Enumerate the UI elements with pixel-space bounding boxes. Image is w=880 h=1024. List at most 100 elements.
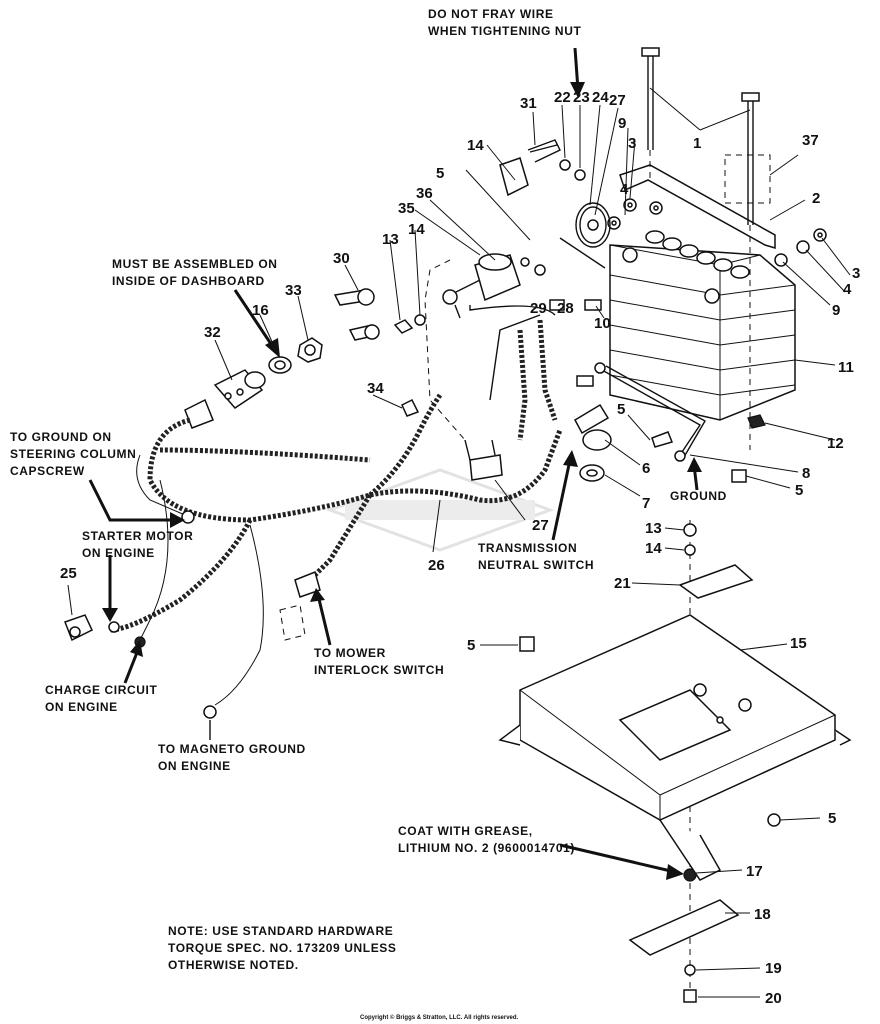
leader-lines xyxy=(67,104,851,998)
part-number: 9 xyxy=(832,302,840,319)
part-number: 14 xyxy=(467,137,484,154)
part-number: 32 xyxy=(204,324,221,341)
svg-text:TORQUE SPEC. NO. 173209 UNLESS: TORQUE SPEC. NO. 173209 UNLESS xyxy=(168,941,397,955)
callout-starter: STARTER MOTOR ON ENGINE xyxy=(82,529,193,560)
part-number: 3 xyxy=(628,135,636,152)
part-number: 24 xyxy=(592,89,609,106)
part-number: 17 xyxy=(746,863,763,880)
hardware-note: NOTE: USE STANDARD HARDWARE TORQUE SPEC.… xyxy=(168,924,397,972)
part-number: 33 xyxy=(285,282,302,299)
callout-arrows xyxy=(88,47,702,880)
callout-dashboard: MUST BE ASSEMBLED ON INSIDE OF DASHBOARD xyxy=(112,257,278,288)
clip-34 xyxy=(401,398,420,417)
svg-text:INTERLOCK SWITCH: INTERLOCK SWITCH xyxy=(314,663,444,677)
part-number: 10 xyxy=(594,315,611,332)
part-number: 4 xyxy=(620,181,629,198)
part-number: 26 xyxy=(428,557,445,574)
svg-text:TRANSMISSION: TRANSMISSION xyxy=(478,541,577,555)
ignition-switch xyxy=(184,369,266,429)
mounting-plate xyxy=(498,614,852,881)
part-number: 27 xyxy=(532,517,549,534)
connector-27 xyxy=(464,439,503,481)
svg-text:OTHERWISE NOTED.: OTHERWISE NOTED. xyxy=(168,958,299,972)
solenoid-wires xyxy=(424,259,556,441)
positive-cable-loop xyxy=(559,202,611,269)
callout-steering: TO GROUND ON STEERING COLUMN CAPSCREW xyxy=(10,430,136,478)
part-number: 13 xyxy=(645,520,662,537)
neutral-switch xyxy=(574,403,674,482)
part-number: 27 xyxy=(609,92,626,109)
part-number: 3 xyxy=(852,265,860,282)
svg-text:MUST BE ASSEMBLED ON: MUST BE ASSEMBLED ON xyxy=(112,257,278,271)
part-37-outline xyxy=(724,154,771,204)
svg-text:NEUTRAL SWITCH: NEUTRAL SWITCH xyxy=(478,558,594,572)
part-number: 25 xyxy=(60,565,77,582)
part-number: 14 xyxy=(645,540,662,557)
part-number: 9 xyxy=(618,115,626,132)
svg-text:DO NOT FRAY WIRE: DO NOT FRAY WIRE xyxy=(428,7,554,21)
callout-ground: GROUND xyxy=(670,489,727,503)
callout-do-not-fray: DO NOT FRAY WIRE WHEN TIGHTENING NUT xyxy=(428,7,581,38)
svg-text:COAT WITH GREASE,: COAT WITH GREASE, xyxy=(398,824,533,838)
part-number: 2 xyxy=(812,190,820,207)
part-number: 35 xyxy=(398,200,415,217)
part-number: 8 xyxy=(802,465,810,482)
svg-text:NOTE: USE STANDARD HARDWARE: NOTE: USE STANDARD HARDWARE xyxy=(168,924,393,938)
svg-text:CHARGE CIRCUIT: CHARGE CIRCUIT xyxy=(45,683,157,697)
part-number: 5 xyxy=(795,482,803,499)
part-number: 28 xyxy=(557,300,574,317)
dashboard-nuts xyxy=(268,337,323,374)
part-number: 23 xyxy=(573,89,590,106)
svg-text:ON ENGINE: ON ENGINE xyxy=(158,759,231,773)
part-number: 22 xyxy=(554,89,571,106)
svg-text:LITHIUM NO. 2 (9600014701): LITHIUM NO. 2 (9600014701) xyxy=(398,841,575,855)
part-number: 7 xyxy=(642,495,650,512)
callout-transmission: TRANSMISSION NEUTRAL SWITCH xyxy=(478,541,594,572)
callout-charge: CHARGE CIRCUIT ON ENGINE xyxy=(45,683,157,714)
part-number: 4 xyxy=(843,281,852,298)
part-number-labels: 31 22 23 24 27 1 37 14 9 3 4 2 3 4 9 5 3… xyxy=(60,89,860,1007)
svg-text:STARTER MOTOR: STARTER MOTOR xyxy=(82,529,193,543)
svg-text:CAPSCREW: CAPSCREW xyxy=(10,464,85,478)
part-number: 21 xyxy=(614,575,631,592)
interlock-connector xyxy=(279,570,321,641)
ignition-keys xyxy=(333,288,380,341)
part-number: 36 xyxy=(416,185,433,202)
callout-grease: COAT WITH GREASE, LITHIUM NO. 2 (9600014… xyxy=(398,824,575,855)
part-number: 18 xyxy=(754,906,771,923)
part-number: 6 xyxy=(642,460,650,477)
callout-magneto: TO MAGNETO GROUND ON ENGINE xyxy=(158,742,306,773)
battery-caps xyxy=(645,230,750,279)
part-number: 29 xyxy=(530,300,547,317)
lower-hardware xyxy=(519,469,781,1003)
svg-text:WHEN TIGHTENING NUT: WHEN TIGHTENING NUT xyxy=(428,24,581,38)
part-number: 13 xyxy=(382,231,399,248)
svg-text:INSIDE OF DASHBOARD: INSIDE OF DASHBOARD xyxy=(112,274,265,288)
right-hardware xyxy=(607,198,827,267)
part-number: 5 xyxy=(436,165,444,182)
copyright-notice: Copyright © Briggs & Stratton, LLC. All … xyxy=(360,1014,519,1021)
battery xyxy=(609,230,796,421)
part-number: 1 xyxy=(693,135,701,152)
part-number: 34 xyxy=(367,380,384,397)
svg-text:ON ENGINE: ON ENGINE xyxy=(82,546,155,560)
part-number: 16 xyxy=(252,302,269,319)
svg-text:TO GROUND ON: TO GROUND ON xyxy=(10,430,112,444)
part-number: 5 xyxy=(828,810,836,827)
part-number: 20 xyxy=(765,990,782,1007)
part-number: 30 xyxy=(333,250,350,267)
wiring-harness xyxy=(109,319,563,706)
callout-interlock: TO MOWER INTERLOCK SWITCH xyxy=(314,646,444,677)
part-number: 5 xyxy=(617,401,625,418)
part-number: 12 xyxy=(827,435,844,452)
connector-31 xyxy=(499,139,586,197)
bolts-10 xyxy=(549,299,602,387)
part-number: 31 xyxy=(520,95,537,112)
svg-text:ON ENGINE: ON ENGINE xyxy=(45,700,118,714)
part-number: 15 xyxy=(790,635,807,652)
svg-text:TO MAGNETO GROUND: TO MAGNETO GROUND xyxy=(158,742,306,756)
part-12 xyxy=(747,414,766,429)
svg-text:STEERING COLUMN: STEERING COLUMN xyxy=(10,447,136,461)
